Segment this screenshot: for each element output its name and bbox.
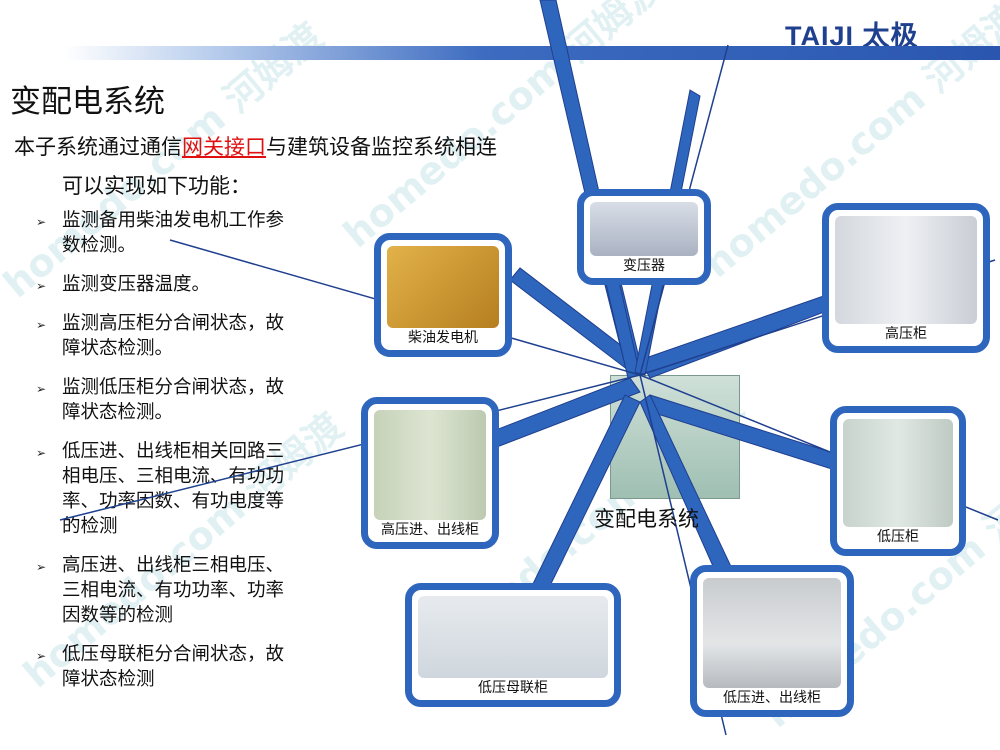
card-generator: 柴油发电机	[374, 233, 512, 357]
bullet-arrow-icon: ➢	[36, 215, 47, 229]
card-caption: 低压柜	[877, 529, 919, 545]
card-hv-cabinet: 高压柜	[822, 203, 990, 353]
card-caption: 变压器	[623, 258, 665, 274]
lv-cabinet-image	[843, 419, 953, 527]
lv-bus-image	[418, 596, 608, 678]
card-caption: 柴油发电机	[408, 330, 478, 346]
bullet-arrow-icon: ➢	[36, 279, 47, 293]
page-title: 变配电系统	[10, 84, 165, 120]
bullet-arrow-icon: ➢	[36, 446, 47, 460]
feature-item: ➢监测变压器温度。	[36, 272, 286, 297]
card-caption: 低压进、出线柜	[723, 690, 821, 706]
card-caption: 低压母联柜	[478, 680, 548, 696]
hv-cabinet-image	[835, 216, 977, 324]
bullet-arrow-icon: ➢	[36, 560, 47, 574]
card-lv-bus: 低压母联柜	[405, 583, 621, 707]
card-hv-inout: 高压进、出线柜	[361, 397, 499, 549]
feature-item: ➢监测高压柜分合闸状态，故障状态检测。	[36, 313, 285, 359]
feature-item: ➢低压进、出线柜相关回路三相电压、三相电流、有功功率、功率因数、有功电度等的检测	[36, 441, 285, 537]
center-label: 变配电系统	[594, 507, 699, 531]
intro-prefix: 本子系统通过通信	[14, 135, 182, 159]
feature-item: ➢高压进、出线柜三相电压、三相电流、有功功率、功率因数等的检测	[36, 555, 285, 626]
intro-suffix: 与建筑设备监控系统相连	[266, 135, 497, 159]
card-caption: 高压进、出线柜	[381, 522, 479, 538]
feature-item: ➢监测备用柴油发电机工作参数检测。	[36, 210, 285, 256]
feature-item: ➢低压母联柜分合闸状态，故障状态检测	[36, 644, 285, 690]
feature-item: ➢监测低压柜分合闸状态，故障状态检测。	[36, 377, 285, 423]
gateway-link[interactable]: 网关接口	[182, 135, 266, 159]
lv-inout-image	[703, 578, 841, 688]
card-lv-cabinet: 低压柜	[830, 406, 966, 556]
card-lv-inout: 低压进、出线柜	[690, 565, 854, 717]
bullet-arrow-icon: ➢	[36, 649, 47, 663]
card-transformer: 变压器	[577, 189, 711, 285]
ray-line	[59, 374, 641, 521]
transformer-image	[590, 202, 698, 256]
generator-image	[387, 246, 499, 328]
header-bar	[64, 46, 1000, 60]
card-caption: 高压柜	[885, 326, 927, 342]
bullet-arrow-icon: ➢	[36, 318, 47, 332]
intro-sub: 可以实现如下功能：	[62, 174, 251, 198]
feature-list: ➢监测备用柴油发电机工作参数检测。 ➢监测变压器温度。 ➢监测高压柜分合闸状态，…	[36, 208, 286, 706]
bullet-arrow-icon: ➢	[36, 382, 47, 396]
hv-inout-image	[374, 410, 486, 520]
intro-line: 本子系统通过通信网关接口与建筑设备监控系统相连	[14, 131, 497, 161]
